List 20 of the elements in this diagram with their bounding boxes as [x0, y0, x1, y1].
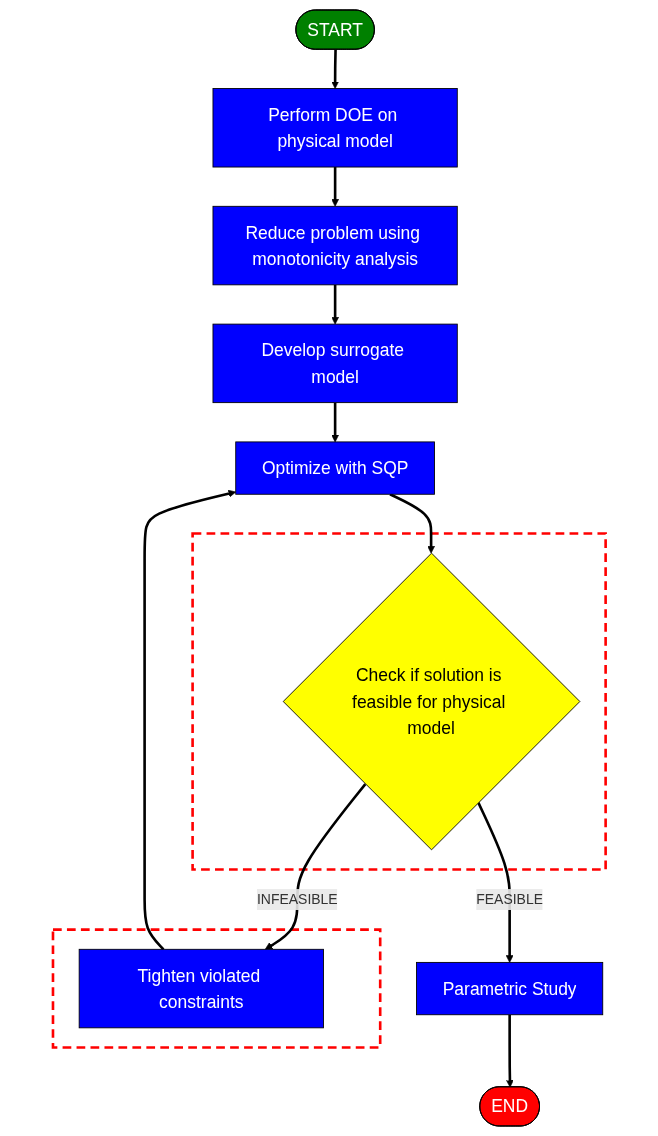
node-box: Develop surrogate model	[212, 323, 458, 404]
edge-label: FEASIBLE	[475, 891, 543, 907]
node-box: Tighten violated constraints	[78, 948, 324, 1029]
cluster	[51, 928, 382, 1049]
arrow	[389, 493, 435, 554]
arrow	[476, 802, 514, 963]
edge-label: INFEASIBLE	[256, 891, 338, 907]
node-box: Parametric Study	[415, 961, 603, 1016]
arrow	[143, 489, 236, 951]
arrow	[331, 167, 339, 207]
node-box: Reduce problem using monotonicity analysis	[212, 205, 458, 286]
arrow	[331, 284, 339, 325]
cluster	[190, 532, 607, 871]
arrow	[331, 49, 339, 89]
arrow	[264, 783, 367, 950]
node-diamond: Check if solution is feasible for physical model	[282, 552, 580, 851]
arrow	[331, 402, 339, 443]
arrow	[505, 1014, 514, 1088]
node-box: Perform DOE on physical model	[212, 88, 458, 168]
node-box: Optimize with SQP	[235, 441, 435, 495]
